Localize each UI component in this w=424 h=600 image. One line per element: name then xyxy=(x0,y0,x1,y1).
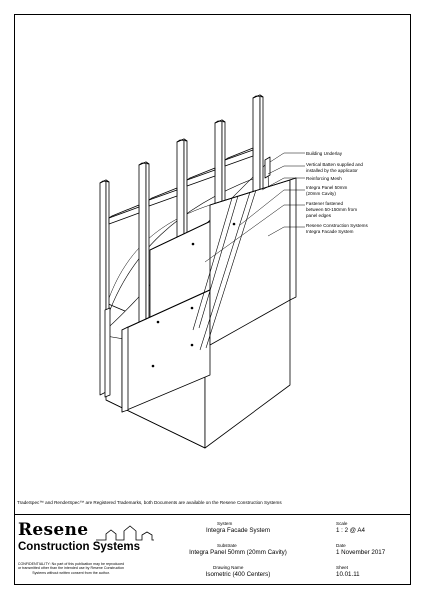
substrate-value: Integra Panel 50mm (20mm Cavity) xyxy=(189,549,287,556)
callout-fastener-line3: panel edges xyxy=(306,213,332,218)
callout-fastener-line2: between 50-150mm from xyxy=(306,207,357,212)
leader-lines xyxy=(204,152,305,263)
callout-vertical-batten-line1: Vertical Batten supplied and xyxy=(306,162,363,167)
houses-icon xyxy=(96,525,154,541)
integra-panel-lower xyxy=(121,286,217,413)
sheet-label: Sheet xyxy=(336,565,349,570)
substrate-label: Substrate xyxy=(217,543,237,548)
timber-nog-3 xyxy=(186,167,216,187)
drawing-name-label: Drawing Name xyxy=(213,565,244,570)
timber-nog-4 xyxy=(224,147,254,167)
callout-resene-system-line2: Integra Facade System xyxy=(306,229,354,234)
fasteners xyxy=(151,222,236,368)
callout-building-underlay: Building Underlay xyxy=(306,151,343,156)
timber-stud-2 xyxy=(138,161,150,339)
trademark-footnote: TradeSpec™ and RenderSpec™ are Registere… xyxy=(17,500,282,505)
drawing-name-value: Isometric (400 Centers) xyxy=(205,571,271,578)
callout-fastener-line1: Fastener fastened xyxy=(306,201,343,206)
vertical-batten-2 xyxy=(264,156,271,179)
scale-value: 1 : 2 @ A4 xyxy=(336,527,365,534)
callout-reinforcing-mesh: Reinforcing Mesh xyxy=(306,176,342,181)
date-value: 1 November 2017 xyxy=(336,549,386,556)
callout-integra-panel-line2: (20mm Cavity) xyxy=(306,191,336,196)
sheet-value: 10.01.11 xyxy=(336,571,360,578)
integra-panel-right xyxy=(209,177,297,346)
system-value: Integra Facade System xyxy=(206,527,270,534)
vertical-batten-1 xyxy=(104,307,111,398)
timber-nog-1 xyxy=(108,204,140,225)
drawing-sheet-border xyxy=(14,14,411,585)
system-label: System xyxy=(217,521,233,526)
timber-nog-2 xyxy=(148,187,178,207)
brand-sub: Construction Systems xyxy=(18,541,141,553)
callout-integra-panel-line1: Integra Panel 50mm xyxy=(306,185,348,190)
callout-resene-system-line1: Resene Construction Systems xyxy=(306,223,368,228)
brand-name: Resene xyxy=(18,520,89,540)
title-block: Resene Construction Systems CONFIDENTIAL… xyxy=(14,514,411,585)
callout-vertical-batten-line2: installed by the applicator xyxy=(306,168,358,173)
reinforcing-mesh xyxy=(192,189,257,351)
scale-label: Scale xyxy=(336,521,348,526)
date-label: Date xyxy=(336,543,346,548)
isometric-drawing: Building Underlay Vertical Batten suppli… xyxy=(99,94,368,449)
confidentiality-note: CONFIDENTIALITY: No part of this publica… xyxy=(17,562,125,575)
resene-logo: Resene Construction Systems xyxy=(16,519,176,559)
